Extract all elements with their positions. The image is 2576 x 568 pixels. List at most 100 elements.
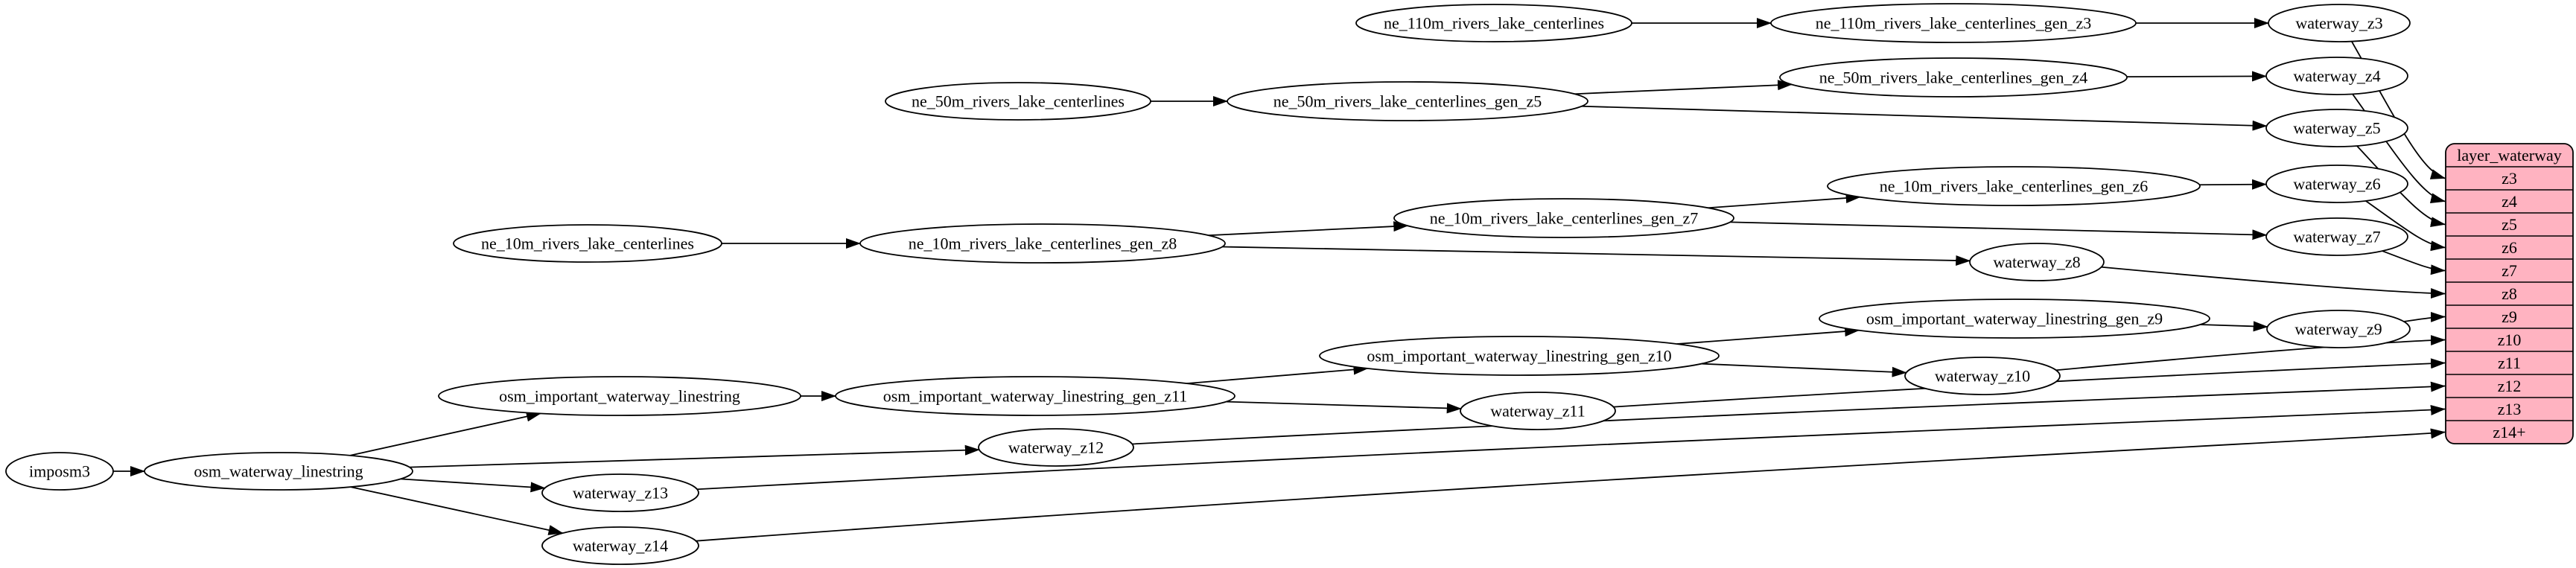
ne_50m_rivers_lake_centerlines_gen_z4-label: ne_50m_rivers_lake_centerlines_gen_z4: [1819, 68, 2087, 87]
node-osm_important_waterway_linestring_gen_z9: osm_important_waterway_linestring_gen_z9: [1819, 299, 2210, 339]
edge-osm_waterway_linestring-to-waterway_z12: [409, 444, 980, 468]
edge-waterway_z8-to-row-z8: [2101, 266, 2446, 299]
waterway_z5-label: waterway_z5: [2293, 119, 2380, 138]
ne_10m_rivers_lake_centerlines_gen_z6-label: ne_10m_rivers_lake_centerlines_gen_z6: [1880, 177, 2148, 196]
osm_waterway_linestring-label: osm_waterway_linestring: [194, 462, 363, 481]
node-ne_10m_rivers_lake_centerlines_gen_z8: ne_10m_rivers_lake_centerlines_gen_z8: [859, 223, 1226, 264]
edge-waterway_z13-to-row-z13: [697, 404, 2446, 491]
osm_important_waterway_linestring_gen_z10-label: osm_important_waterway_linestring_gen_z1…: [1367, 347, 1671, 366]
record-row-z11: z11: [2498, 354, 2521, 372]
waterway_z9-shape: [2266, 310, 2411, 348]
ne_110m_rivers_lake_centerlines-label: ne_110m_rivers_lake_centerlines: [1384, 14, 1604, 33]
record-row-z6: z6: [2502, 238, 2517, 257]
node-ne_10m_rivers_lake_centerlines_gen_z6: ne_10m_rivers_lake_centerlines_gen_z6: [1827, 166, 2201, 206]
edge-ne_50m_rivers_lake_centerlines_gen_z5-to-waterway_z5: [1581, 105, 2268, 131]
osm_important_waterway_linestring-label: osm_important_waterway_linestring: [499, 387, 740, 406]
node-waterway_z4: waterway_z4: [2265, 57, 2408, 95]
node-osm_important_waterway_linestring_gen_z10: osm_important_waterway_linestring_gen_z1…: [1319, 336, 1720, 376]
waterway_z7-label: waterway_z7: [2293, 228, 2380, 246]
waterway_z10-label: waterway_z10: [1935, 367, 2030, 386]
ne_110m_rivers_lake_centerlines_gen_z3-shape: [1770, 3, 2137, 43]
waterway_z10-shape: [1904, 357, 2061, 395]
waterway_z13-shape: [541, 473, 699, 512]
edge-waterway_z14-to-row-z14+: [696, 428, 2446, 542]
edge-osm_waterway_linestring-to-osm_important_waterway_linestring: [349, 411, 541, 456]
node-layer_waterway: layer_waterwayz3z4z5z6z7z8z9z10z11z12z13…: [2445, 143, 2574, 444]
edge-osm_important_waterway_linestring_gen_z10-to-osm_important_waterway_linestring_gen_z9: [1676, 326, 1860, 345]
node-waterway_z6: waterway_z6: [2265, 165, 2408, 203]
edge-waterway_z12-to-row-z12: [1132, 381, 2446, 445]
ne_10m_rivers_lake_centerlines_gen_z7-label: ne_10m_rivers_lake_centerlines_gen_z7: [1430, 209, 1698, 228]
node-waterway_z3: waterway_z3: [2268, 4, 2411, 42]
waterway_z4-shape: [2265, 57, 2408, 95]
waterway_z14-label: waterway_z14: [573, 537, 668, 555]
waterway_z8-label: waterway_z8: [1993, 253, 2080, 272]
node-ne_50m_rivers_lake_centerlines_gen_z5: ne_50m_rivers_lake_centerlines_gen_z5: [1227, 81, 1588, 121]
waterway_z5-shape: [2265, 109, 2408, 147]
edge-ne_50m_rivers_lake_centerlines_gen_z5-to-ne_50m_rivers_lake_centerlines_gen_z4: [1574, 80, 1793, 95]
ne_110m_rivers_lake_centerlines_gen_z3-label: ne_110m_rivers_lake_centerlines_gen_z3: [1816, 14, 2092, 33]
waterway_z11-label: waterway_z11: [1490, 402, 1585, 421]
edge-osm_important_waterway_linestring_gen_z10-to-waterway_z10: [1701, 363, 1907, 377]
waterway_z11-shape: [1460, 392, 1616, 430]
edge-osm_important_waterway_linestring_gen_z9-to-waterway_z9: [2200, 321, 2268, 332]
edge-waterway_z7-to-row-z7: [2382, 250, 2446, 275]
node-ne_50m_rivers_lake_centerlines: ne_50m_rivers_lake_centerlines: [885, 82, 1151, 121]
waterway_z6-shape: [2265, 165, 2408, 203]
ne_50m_rivers_lake_centerlines-label: ne_50m_rivers_lake_centerlines: [912, 92, 1125, 111]
node-ne_110m_rivers_lake_centerlines: ne_110m_rivers_lake_centerlines: [1355, 4, 1632, 42]
edge-ne_10m_rivers_lake_centerlines_gen_z7-to-waterway_z7: [1730, 221, 2268, 240]
edge-waterway_z10-to-row-z10: [2055, 335, 2446, 371]
edge-osm_waterway_linestring-to-waterway_z13: [400, 478, 546, 493]
layer_waterway-shape: [2445, 143, 2574, 444]
osm_important_waterway_linestring_gen_z11-label: osm_important_waterway_linestring_gen_z1…: [883, 387, 1188, 406]
osm_important_waterway_linestring_gen_z10-shape: [1319, 336, 1720, 376]
waterway_z7-shape: [2265, 217, 2408, 256]
edge-osm_waterway_linestring-to-waterway_z14: [350, 486, 564, 535]
edge-ne_10m_rivers_lake_centerlines_gen_z8-to-waterway_z8: [1222, 246, 1971, 266]
edge-waterway_z6-to-row-z6: [2365, 200, 2446, 252]
node-osm_important_waterway_linestring: osm_important_waterway_linestring: [438, 376, 801, 416]
record-row-z7: z7: [2502, 261, 2517, 280]
imposm3-label: imposm3: [29, 462, 90, 481]
edge-osm_important_waterway_linestring_gen_z11-to-osm_important_waterway_linestring_gen_z10: [1186, 364, 1369, 384]
record-row-z14+: z14+: [2493, 423, 2525, 441]
record-row-z8: z8: [2502, 284, 2517, 303]
node-waterway_z11: waterway_z11: [1460, 392, 1616, 430]
ne_10m_rivers_lake_centerlines-shape: [453, 224, 722, 263]
ne_10m_rivers_lake_centerlines_gen_z8-shape: [859, 223, 1226, 264]
imposm3-shape: [5, 452, 114, 491]
node-osm_important_waterway_linestring_gen_z11: osm_important_waterway_linestring_gen_z1…: [835, 376, 1235, 416]
waterway_z12-label: waterway_z12: [1008, 438, 1104, 457]
osm_important_waterway_linestring_gen_z11-shape: [835, 376, 1235, 416]
ne_50m_rivers_lake_centerlines-shape: [885, 82, 1151, 121]
waterway_z8-shape: [1969, 243, 2105, 281]
waterway_z6-label: waterway_z6: [2293, 175, 2380, 194]
record-row-z12: z12: [2498, 377, 2522, 395]
node-waterway_z7: waterway_z7: [2265, 217, 2408, 256]
edge-osm_important_waterway_linestring_gen_z11-to-waterway_z11: [1226, 401, 1462, 414]
waterway_z3-label: waterway_z3: [2295, 14, 2382, 33]
node-waterway_z12: waterway_z12: [978, 428, 1134, 467]
record-row-z3: z3: [2502, 169, 2517, 188]
record-row-z9: z9: [2502, 307, 2517, 326]
ne_50m_rivers_lake_centerlines_gen_z5-shape: [1227, 81, 1588, 121]
node-ne_50m_rivers_lake_centerlines_gen_z4: ne_50m_rivers_lake_centerlines_gen_z4: [1779, 57, 2128, 98]
waterway_z9-label: waterway_z9: [2294, 320, 2382, 339]
ne_50m_rivers_lake_centerlines_gen_z4-shape: [1779, 57, 2128, 98]
node-waterway_z9: waterway_z9: [2266, 310, 2411, 348]
node-ne_110m_rivers_lake_centerlines_gen_z3: ne_110m_rivers_lake_centerlines_gen_z3: [1770, 3, 2137, 43]
edge-waterway_z5-to-row-z5: [2356, 145, 2446, 228]
osm_important_waterway_linestring_gen_z9-shape: [1819, 299, 2210, 339]
node-waterway_z5: waterway_z5: [2265, 109, 2408, 147]
node-ne_10m_rivers_lake_centerlines: ne_10m_rivers_lake_centerlines: [453, 224, 722, 263]
osm_waterway_linestring-shape: [144, 452, 413, 491]
record-row-z5: z5: [2502, 215, 2517, 234]
edge-ne_50m_rivers_lake_centerlines_gen_z4-to-waterway_z4: [2126, 71, 2268, 82]
node-waterway_z8: waterway_z8: [1969, 243, 2105, 281]
edge-ne_10m_rivers_lake_centerlines_gen_z7-to-ne_10m_rivers_lake_centerlines_gen_z6: [1708, 193, 1861, 209]
waterway_z12-shape: [978, 428, 1134, 467]
node-imposm3: imposm3: [5, 452, 114, 491]
osm_important_waterway_linestring_gen_z9-label: osm_important_waterway_linestring_gen_z9: [1866, 310, 2163, 328]
